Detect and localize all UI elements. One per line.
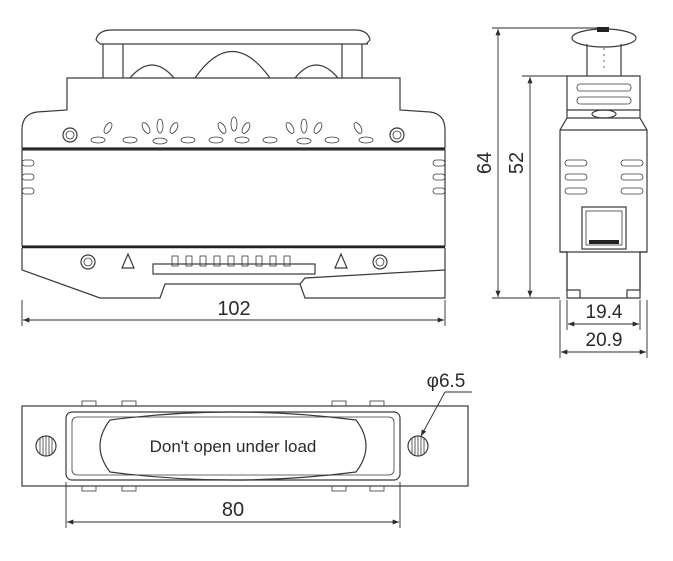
- front-side-slots: [21, 159, 446, 195]
- dimension-label-side-depth-inner: 19.4: [586, 302, 623, 323]
- front-terminal-rail: [152, 255, 316, 275]
- side-knob: [571, 27, 637, 76]
- front-handle: [95, 29, 371, 79]
- dimension-label-knob-diameter: φ6.5: [427, 371, 466, 392]
- top-outer-frame: [21, 405, 469, 487]
- dimension-label-inner-height: 52: [506, 152, 528, 174]
- dimension-top-width: 80: [65, 482, 401, 528]
- dimension-label-total-height: 64: [474, 152, 496, 174]
- dimension-total-height: 64: [474, 27, 598, 299]
- dimension-front-width: 102: [21, 298, 446, 326]
- dimension-label-top-width: 80: [222, 499, 244, 521]
- dimension-knob-diameter: φ6.5: [420, 371, 472, 437]
- dimension-side-depth-outer: 20.9: [559, 300, 648, 358]
- front-vent-pattern: [90, 116, 374, 145]
- dimension-label-front-width: 102: [217, 298, 250, 320]
- side-view: 64 52 19.4 20.9: [474, 27, 648, 358]
- front-view: 102: [21, 29, 446, 326]
- side-main-body: [559, 110, 648, 299]
- dimension-label-side-depth-outer: 20.9: [586, 330, 623, 351]
- front-upper-housing: [21, 77, 446, 149]
- front-base-screw-left: [80, 254, 96, 270]
- front-screw-left: [62, 127, 78, 143]
- top-view: Don't open under load φ6.5: [21, 371, 472, 528]
- dimension-side-depth-inner: 19.4: [566, 300, 641, 330]
- side-upper-body: [566, 75, 641, 111]
- front-middle-body: [21, 149, 446, 247]
- top-knob-left: [35, 435, 57, 457]
- side-slots: [564, 159, 644, 195]
- front-base-screw-right: [372, 254, 388, 270]
- side-port: [581, 206, 627, 250]
- top-tabs: [81, 400, 385, 492]
- warning-label: Don't open under load: [150, 437, 317, 456]
- dimension-inner-height: 52: [506, 75, 567, 297]
- top-handle-grip: [99, 411, 367, 481]
- front-screw-right: [389, 127, 405, 143]
- top-knob-right: [407, 435, 429, 457]
- front-lower-base: [21, 248, 446, 299]
